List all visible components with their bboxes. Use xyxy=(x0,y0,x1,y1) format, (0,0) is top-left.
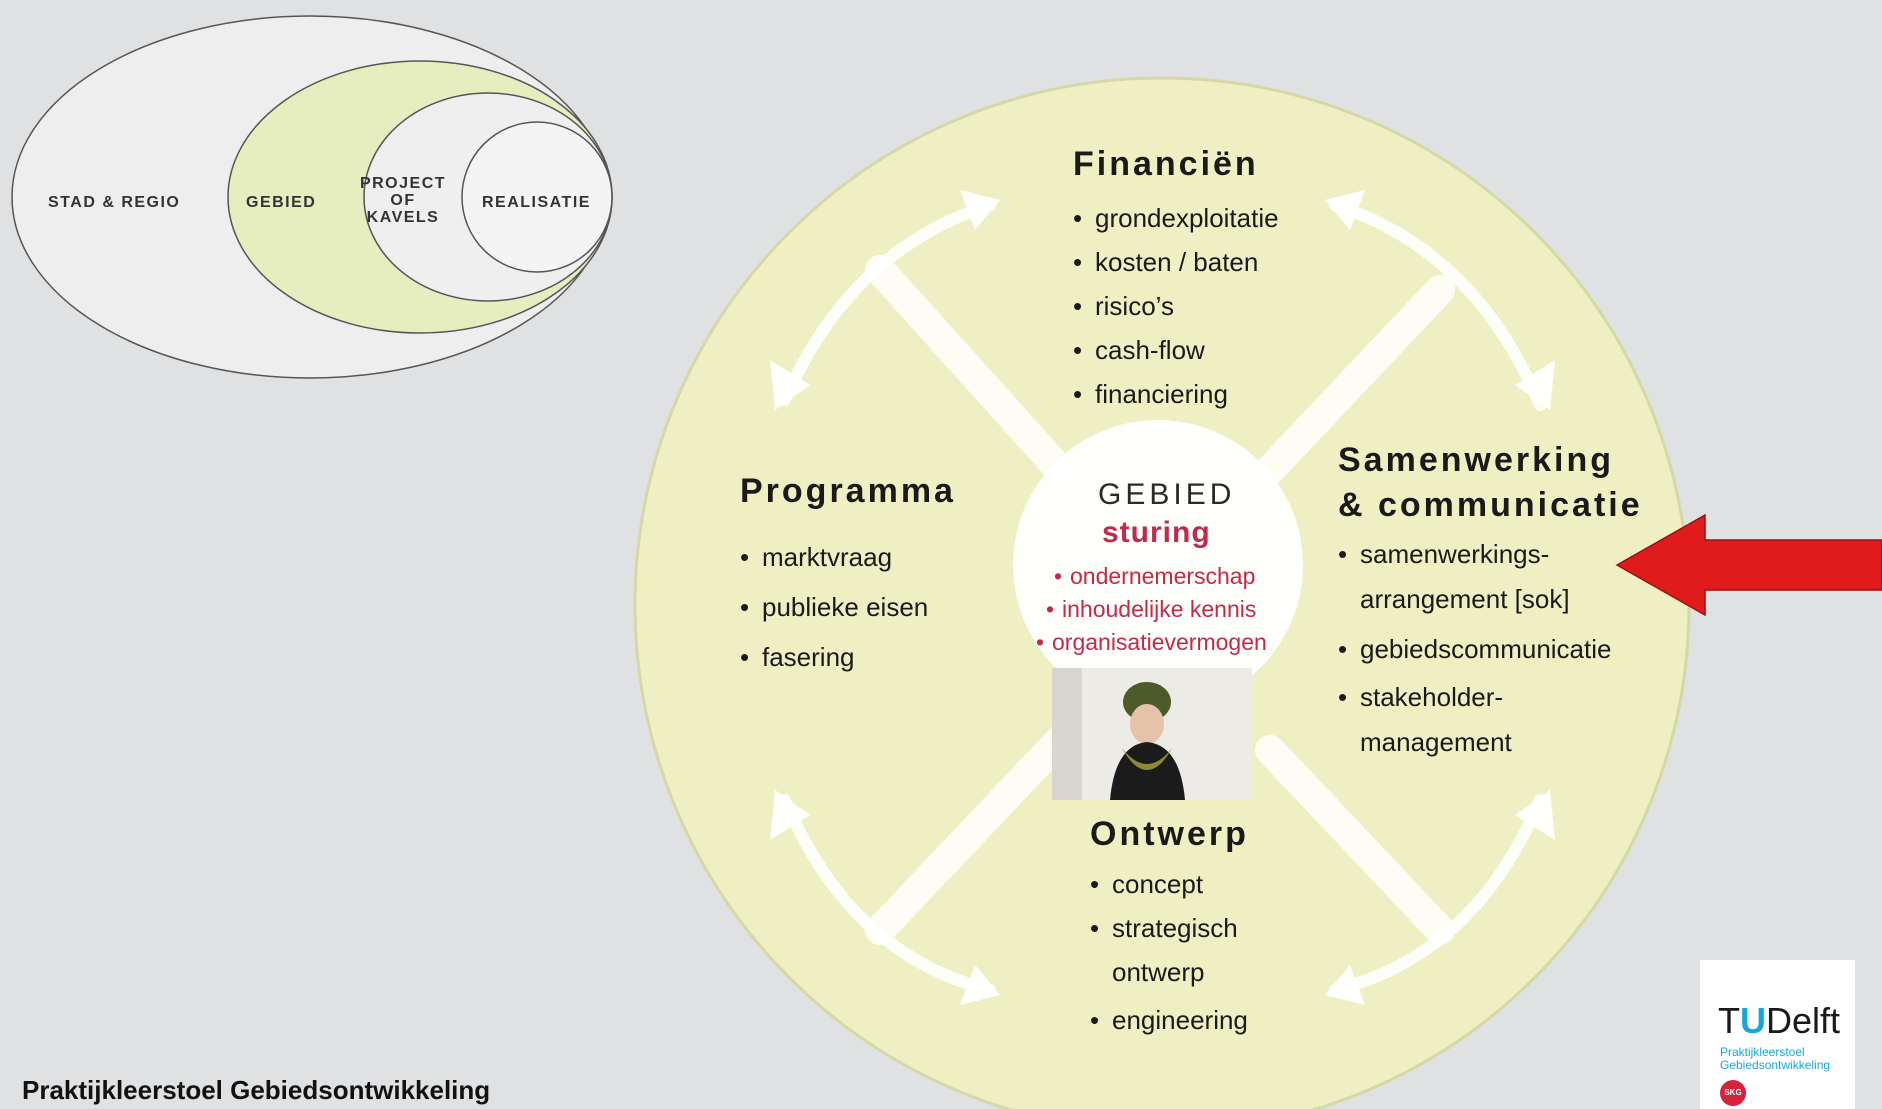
list-item: • strategisch ontwerp xyxy=(1090,913,1238,987)
quadrant-title-financien: Financiën xyxy=(1073,145,1259,183)
list-item: • samenwerkings- arrangement [sok] xyxy=(1338,539,1570,614)
quadrant-title-programma: Programma xyxy=(740,472,956,510)
quadrant-list-financien: •grondexploitatie •kosten / baten •risic… xyxy=(1073,196,1279,416)
footer-text: Praktijkleerstoel Gebiedsontwikkeling xyxy=(22,1075,491,1105)
list-item: •concept xyxy=(1090,869,1204,899)
quadrant-title-samenwerking-line2: & communicatie xyxy=(1338,486,1643,524)
quadrant-title-ontwerp: Ontwerp xyxy=(1090,815,1249,853)
level-label-project-line3: KAVELS xyxy=(366,209,440,226)
level-label-outer: STAD & REGIO xyxy=(48,194,181,211)
list-item: •publieke eisen xyxy=(740,592,929,622)
list-item: •kosten / baten xyxy=(1073,247,1259,277)
level-label-project-line2: OF xyxy=(390,192,416,209)
list-item: •risico’s xyxy=(1073,291,1174,321)
level-label-realization: REALISATIE xyxy=(482,194,591,211)
list-item: • gebiedscommunicatie xyxy=(1338,634,1612,664)
quadrant-list-ontwerp: •concept • strategisch ontwerp •engineer… xyxy=(1090,862,1248,1042)
quadrant-title-samenwerking-line1: Samenwerking xyxy=(1338,441,1614,479)
center-circle xyxy=(1013,420,1303,710)
pointer-arrow xyxy=(1615,513,1882,617)
skg-badge: SKG xyxy=(1720,1080,1746,1106)
level-label-project: PROJECT OF KAVELS xyxy=(353,175,453,226)
center-subtitle: sturing xyxy=(1102,516,1211,549)
center-title: GEBIED xyxy=(1098,478,1236,511)
arrow-heads xyxy=(770,190,1555,1005)
list-item: •ondernemerschap xyxy=(1054,563,1256,589)
arrow-band-diagonal-1 xyxy=(865,255,1455,945)
curved-arrows xyxy=(779,199,1546,996)
list-item: •inhoudelijke kennis xyxy=(1046,596,1257,622)
quadrant-list-samenwerking: • samenwerkings- arrangement [sok] • geb… xyxy=(1338,532,1611,765)
list-item: •grondexploitatie xyxy=(1073,203,1279,233)
level-realization-ellipse xyxy=(461,121,613,273)
list-item: •cash-flow xyxy=(1073,335,1205,365)
list-item: •financiering xyxy=(1073,379,1228,409)
list-item: • stakeholder- management xyxy=(1338,682,1512,757)
list-item: •marktvraag xyxy=(740,542,893,572)
list-item: •organisatievermogen xyxy=(1036,629,1267,655)
list-item: •fasering xyxy=(740,642,855,672)
list-item: •engineering xyxy=(1090,1005,1248,1035)
quadrant-list-programma: •marktvraag •publieke eisen •fasering xyxy=(740,532,928,682)
portrait-photo xyxy=(1052,668,1252,800)
quadrant-title-samenwerking: Samenwerking & communicatie xyxy=(1338,438,1643,528)
center-list: •ondernemerschap •inhoudelijke kennis •o… xyxy=(1036,560,1267,659)
tudelft-wordmark: TUDelft xyxy=(1718,1000,1841,1041)
level-label-project-line1: PROJECT xyxy=(359,175,447,192)
level-label-area: GEBIED xyxy=(246,194,317,211)
